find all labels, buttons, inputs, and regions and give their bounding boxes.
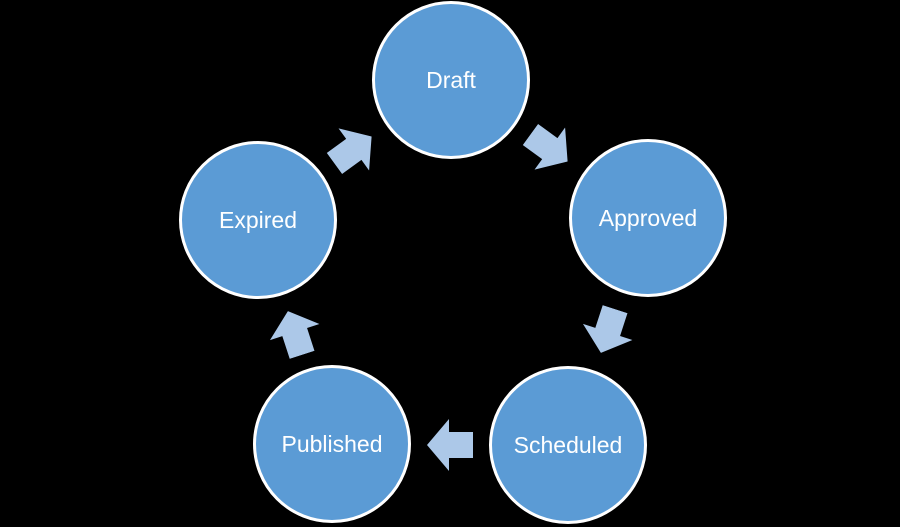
node-scheduled: Scheduled	[489, 366, 647, 524]
arrow-shape	[269, 311, 320, 359]
node-approved-label: Approved	[598, 204, 698, 231]
arrow-expired-to-draft	[319, 115, 387, 184]
node-expired-label: Expired	[219, 206, 297, 233]
arrow-shape	[522, 123, 568, 170]
arrow-published-to-expired	[263, 303, 327, 363]
node-draft: Draft	[372, 1, 530, 159]
node-draft-label: Draft	[426, 66, 476, 93]
node-approved: Approved	[569, 139, 727, 297]
arrow-scheduled-to-published	[427, 419, 473, 471]
node-scheduled-label: Scheduled	[513, 431, 623, 458]
arrow-shape	[326, 128, 372, 175]
arrow-draft-to-approved	[515, 113, 583, 182]
node-published: Published	[253, 365, 411, 523]
arrow-shape	[582, 305, 633, 353]
arrow-approved-to-scheduled	[576, 301, 640, 361]
arrow-shape	[427, 419, 473, 471]
node-expired: Expired	[179, 141, 337, 299]
node-published-label: Published	[281, 430, 383, 457]
